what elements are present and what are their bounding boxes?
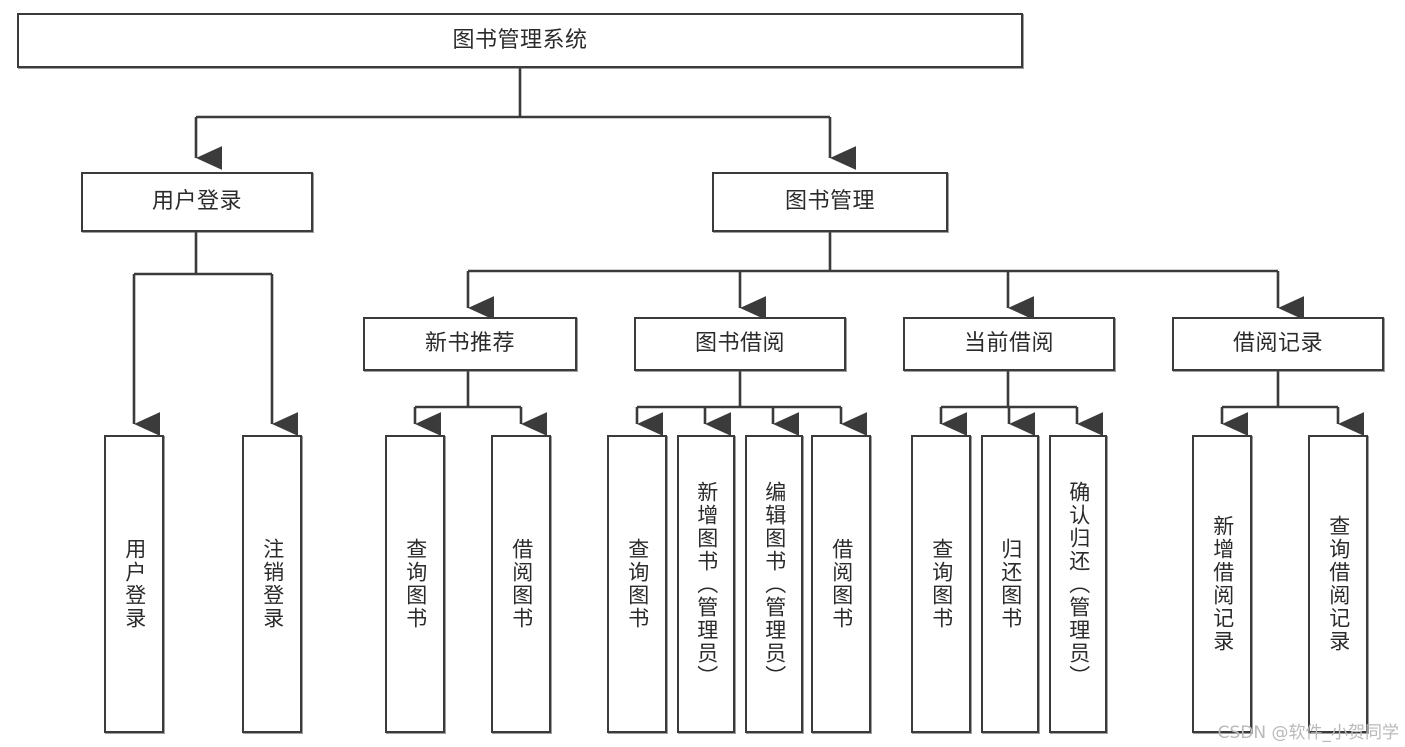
node-label: 图书管理系统 [452, 27, 588, 53]
node-label: 图书借阅 [694, 331, 785, 357]
leaf-query-books-current[interactable]: 查询图书 [911, 435, 971, 733]
node-label: 注销登录 [260, 538, 285, 630]
node-label: 查询图书 [625, 538, 650, 630]
leaf-add-book-admin[interactable]: 新增图书（管理员） [677, 435, 735, 733]
node-label: 图书管理 [784, 189, 875, 215]
node-book-management-system[interactable]: 图书管理系统 [17, 13, 1023, 68]
leaf-user-login[interactable]: 用户登录 [104, 435, 164, 733]
node-label: 借阅记录 [1232, 331, 1323, 357]
node-borrow-records[interactable]: 借阅记录 [1172, 317, 1384, 371]
node-label: 新书推荐 [424, 331, 515, 357]
node-label: 新增图书（管理员） [694, 480, 719, 688]
node-label: 借阅图书 [509, 538, 534, 630]
node-label: 归还图书 [998, 538, 1023, 630]
leaf-add-borrow-record[interactable]: 新增借阅记录 [1192, 435, 1252, 733]
node-new-book-recommend[interactable]: 新书推荐 [363, 317, 577, 371]
node-label: 编辑图书（管理员） [762, 480, 787, 688]
leaf-edit-book-admin[interactable]: 编辑图书（管理员） [745, 435, 803, 733]
node-user-login[interactable]: 用户登录 [81, 172, 313, 232]
watermark: CSDN @软件_小贺同学 [1217, 723, 1399, 743]
node-label: 新增借阅记录 [1210, 515, 1235, 653]
node-book-management[interactable]: 图书管理 [712, 172, 948, 232]
node-label: 查询借阅记录 [1326, 515, 1351, 653]
node-current-borrow[interactable]: 当前借阅 [903, 317, 1115, 371]
node-label: 借阅图书 [829, 538, 854, 630]
node-label: 用户登录 [122, 538, 147, 630]
node-label: 确认归还（管理员） [1066, 480, 1091, 688]
node-label: 用户登录 [151, 189, 242, 215]
leaf-query-books-borrow[interactable]: 查询图书 [607, 435, 667, 733]
leaf-query-borrow-record[interactable]: 查询借阅记录 [1308, 435, 1368, 733]
leaf-borrow-books-new[interactable]: 借阅图书 [491, 435, 551, 733]
leaf-logout[interactable]: 注销登录 [242, 435, 302, 733]
node-label: 当前借阅 [963, 331, 1054, 357]
node-book-borrow[interactable]: 图书借阅 [634, 317, 846, 371]
leaf-confirm-return-admin[interactable]: 确认归还（管理员） [1049, 435, 1107, 733]
leaf-query-books-new[interactable]: 查询图书 [385, 435, 445, 733]
leaf-return-books[interactable]: 归还图书 [981, 435, 1039, 733]
node-label: 查询图书 [403, 538, 428, 630]
node-label: 查询图书 [929, 538, 954, 630]
leaf-borrow-books[interactable]: 借阅图书 [811, 435, 871, 733]
